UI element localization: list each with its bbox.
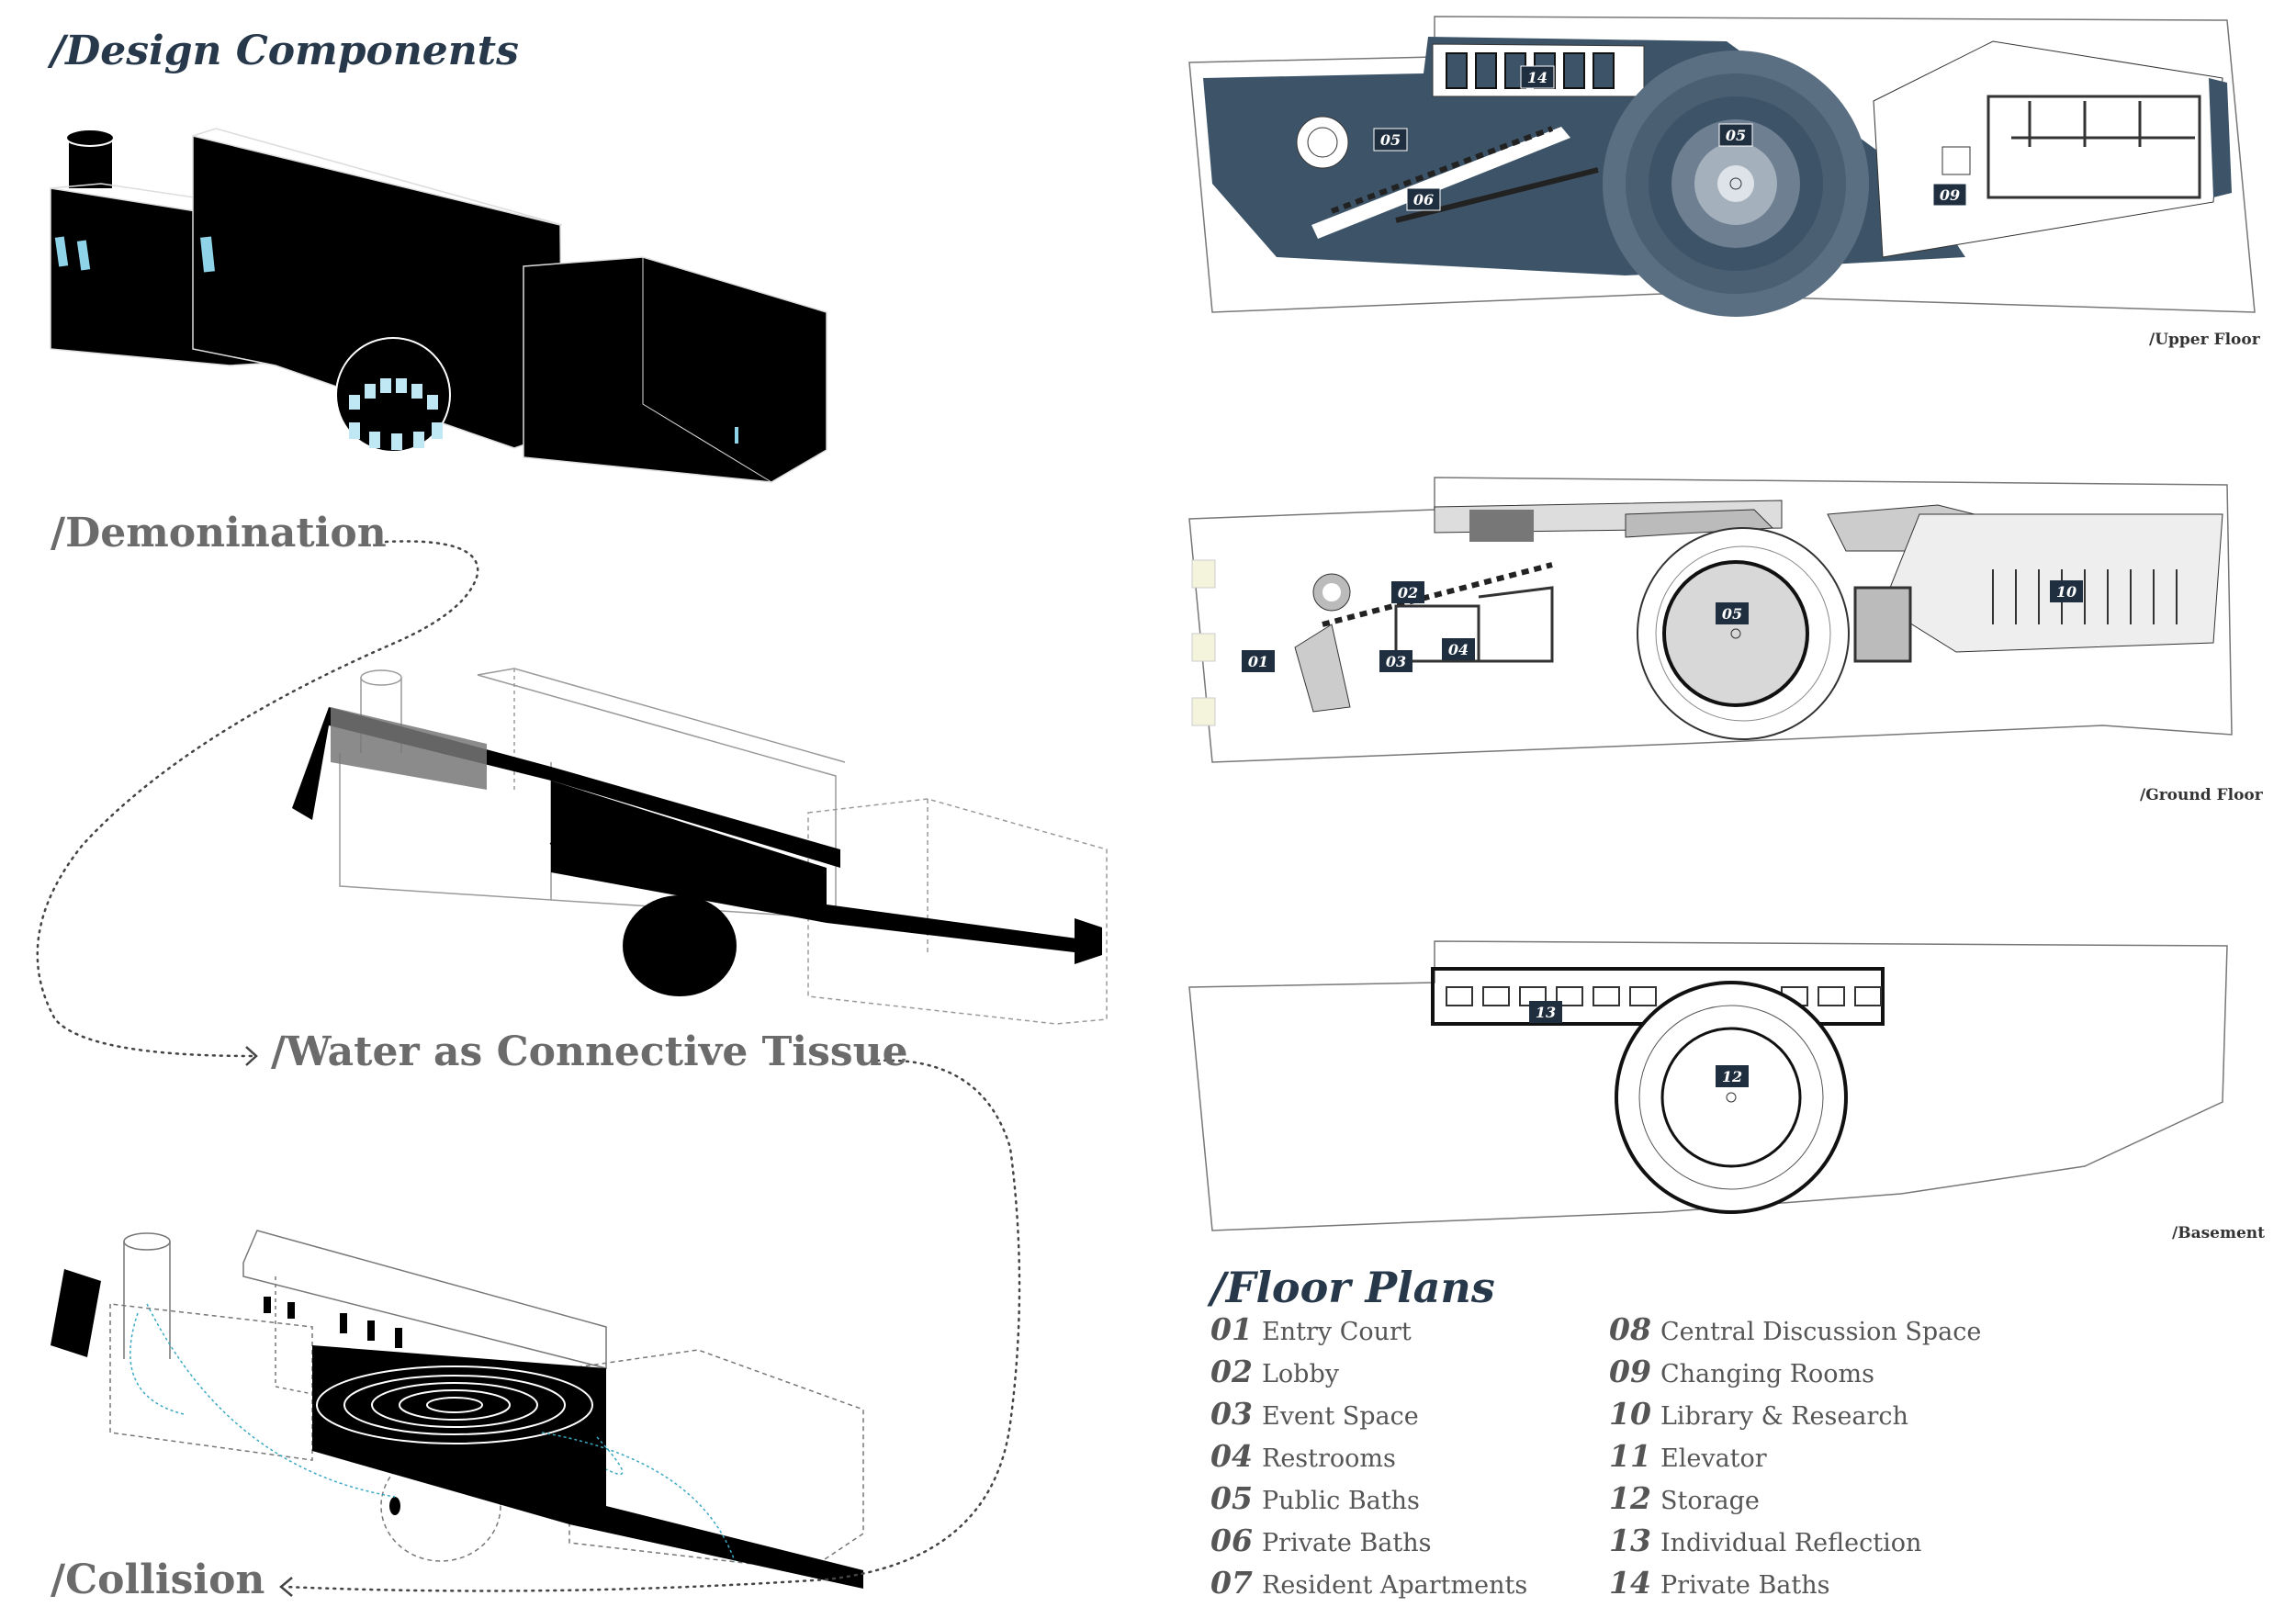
room-tag: 12 <box>1716 1065 1749 1087</box>
heading-design-components: /Design Components <box>51 28 519 74</box>
flow-connectors <box>36 540 1021 1592</box>
svg-text:05: 05 <box>1726 127 1746 144</box>
floor-plans: 14 05 05 06 09 02 01 03 04 05 10 13 12 <box>1188 16 2256 1231</box>
svg-text:12: 12 <box>1722 1068 1742 1085</box>
svg-text:05: 05 <box>1380 131 1401 149</box>
svg-text:14: 14 <box>1527 69 1548 86</box>
room-tag: 03 <box>1379 650 1412 672</box>
room-tag: 10 <box>2050 580 2083 602</box>
plan-label-basement: /Basement <box>2172 1224 2265 1242</box>
room-tag: 01 <box>1242 650 1275 672</box>
heading-collision: /Collision <box>51 1556 265 1603</box>
room-tag: 05 <box>1716 602 1749 624</box>
svg-text:10: 10 <box>2056 583 2077 601</box>
collision-diagram <box>109 1230 864 1571</box>
plan-label-ground-floor: /Ground Floor <box>2140 786 2263 804</box>
room-tag: 04 <box>1442 638 1475 660</box>
ground-floor-plan <box>1188 477 2233 763</box>
basement-plan <box>1188 940 2228 1231</box>
room-tag: 06 <box>1406 187 1441 211</box>
room-tag: 02 <box>1391 581 1424 603</box>
svg-text:05: 05 <box>1722 605 1742 623</box>
svg-text:01: 01 <box>1248 653 1268 670</box>
design-components-diagram <box>50 128 827 483</box>
plan-label-upper-floor: /Upper Floor <box>2149 331 2260 349</box>
svg-text:09: 09 <box>1940 186 1960 204</box>
svg-text:13: 13 <box>1536 1004 1556 1021</box>
room-tag: 05 <box>1718 123 1753 147</box>
heading-water-connective-tissue: /Water as Connective Tissue <box>271 1028 908 1075</box>
room-tag: 14 <box>1520 65 1555 89</box>
heading-floor-plans: /Floor Plans <box>1210 1263 1495 1312</box>
heading-demonination: /Demonination <box>51 510 387 556</box>
svg-text:03: 03 <box>1386 653 1406 670</box>
svg-text:04: 04 <box>1448 641 1469 658</box>
room-tags: 14 05 05 06 09 02 01 03 04 05 10 13 12 <box>1242 65 2083 1087</box>
room-tag: 13 <box>1529 1001 1562 1023</box>
svg-text:06: 06 <box>1413 191 1434 208</box>
upper-floor-plan <box>1188 16 2256 317</box>
svg-text:02: 02 <box>1398 584 1418 601</box>
room-tag: 05 <box>1373 128 1408 152</box>
axonometric-diagrams <box>36 128 1108 1597</box>
room-tag: 09 <box>1932 183 1967 207</box>
